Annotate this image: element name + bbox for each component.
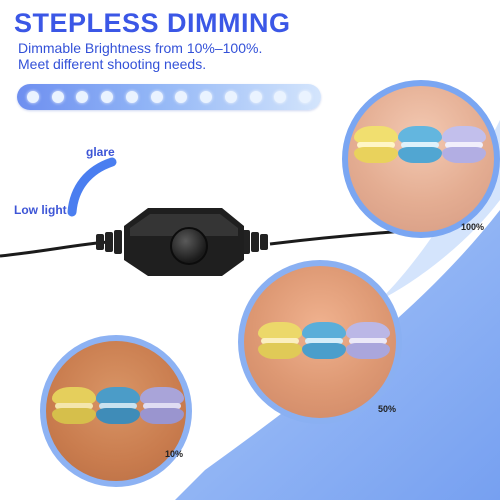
macaron-yellow bbox=[258, 322, 302, 362]
macaron-blue bbox=[302, 322, 346, 362]
brightness-dot-bar bbox=[17, 84, 321, 110]
dimmer-knob[interactable] bbox=[170, 227, 208, 265]
low-light-label: Low light bbox=[14, 203, 67, 217]
glare-label: glare bbox=[86, 145, 115, 159]
photo-10-percent bbox=[40, 335, 192, 487]
photo-50-percent bbox=[238, 260, 402, 424]
brightness-dot bbox=[224, 91, 237, 103]
brightness-dot bbox=[249, 91, 262, 103]
brightness-dot bbox=[27, 91, 39, 103]
description: Dimmable Brightness from 10%–100%. Meet … bbox=[18, 40, 262, 72]
brightness-dot bbox=[76, 91, 89, 103]
brightness-dot bbox=[274, 91, 287, 103]
macaron-lavender bbox=[346, 322, 390, 362]
curved-arrow-icon bbox=[67, 157, 117, 217]
photo-100-percent bbox=[342, 80, 500, 238]
macaron-yellow bbox=[354, 126, 398, 166]
label-100-percent: 100% bbox=[461, 222, 485, 232]
brightness-dot bbox=[51, 91, 64, 103]
brightness-dot bbox=[175, 91, 188, 103]
macaron-lavender bbox=[140, 387, 184, 427]
brightness-dot bbox=[150, 91, 163, 103]
label-50-percent: 50% bbox=[378, 404, 397, 414]
macaron-blue bbox=[398, 126, 442, 166]
macaron-yellow bbox=[52, 387, 96, 427]
macaron-blue bbox=[96, 387, 140, 427]
brightness-dot bbox=[200, 91, 213, 103]
brightness-dot bbox=[299, 91, 311, 103]
page-title: STEPLESS DIMMING bbox=[14, 8, 291, 38]
description-line-1: Dimmable Brightness from 10%–100%. bbox=[18, 40, 263, 56]
label-10-percent: 10% bbox=[165, 449, 184, 459]
description-line-2: Meet different shooting needs. bbox=[18, 56, 207, 72]
brightness-dot bbox=[125, 91, 138, 103]
macaron-lavender bbox=[442, 126, 486, 166]
brightness-dot bbox=[101, 91, 114, 103]
